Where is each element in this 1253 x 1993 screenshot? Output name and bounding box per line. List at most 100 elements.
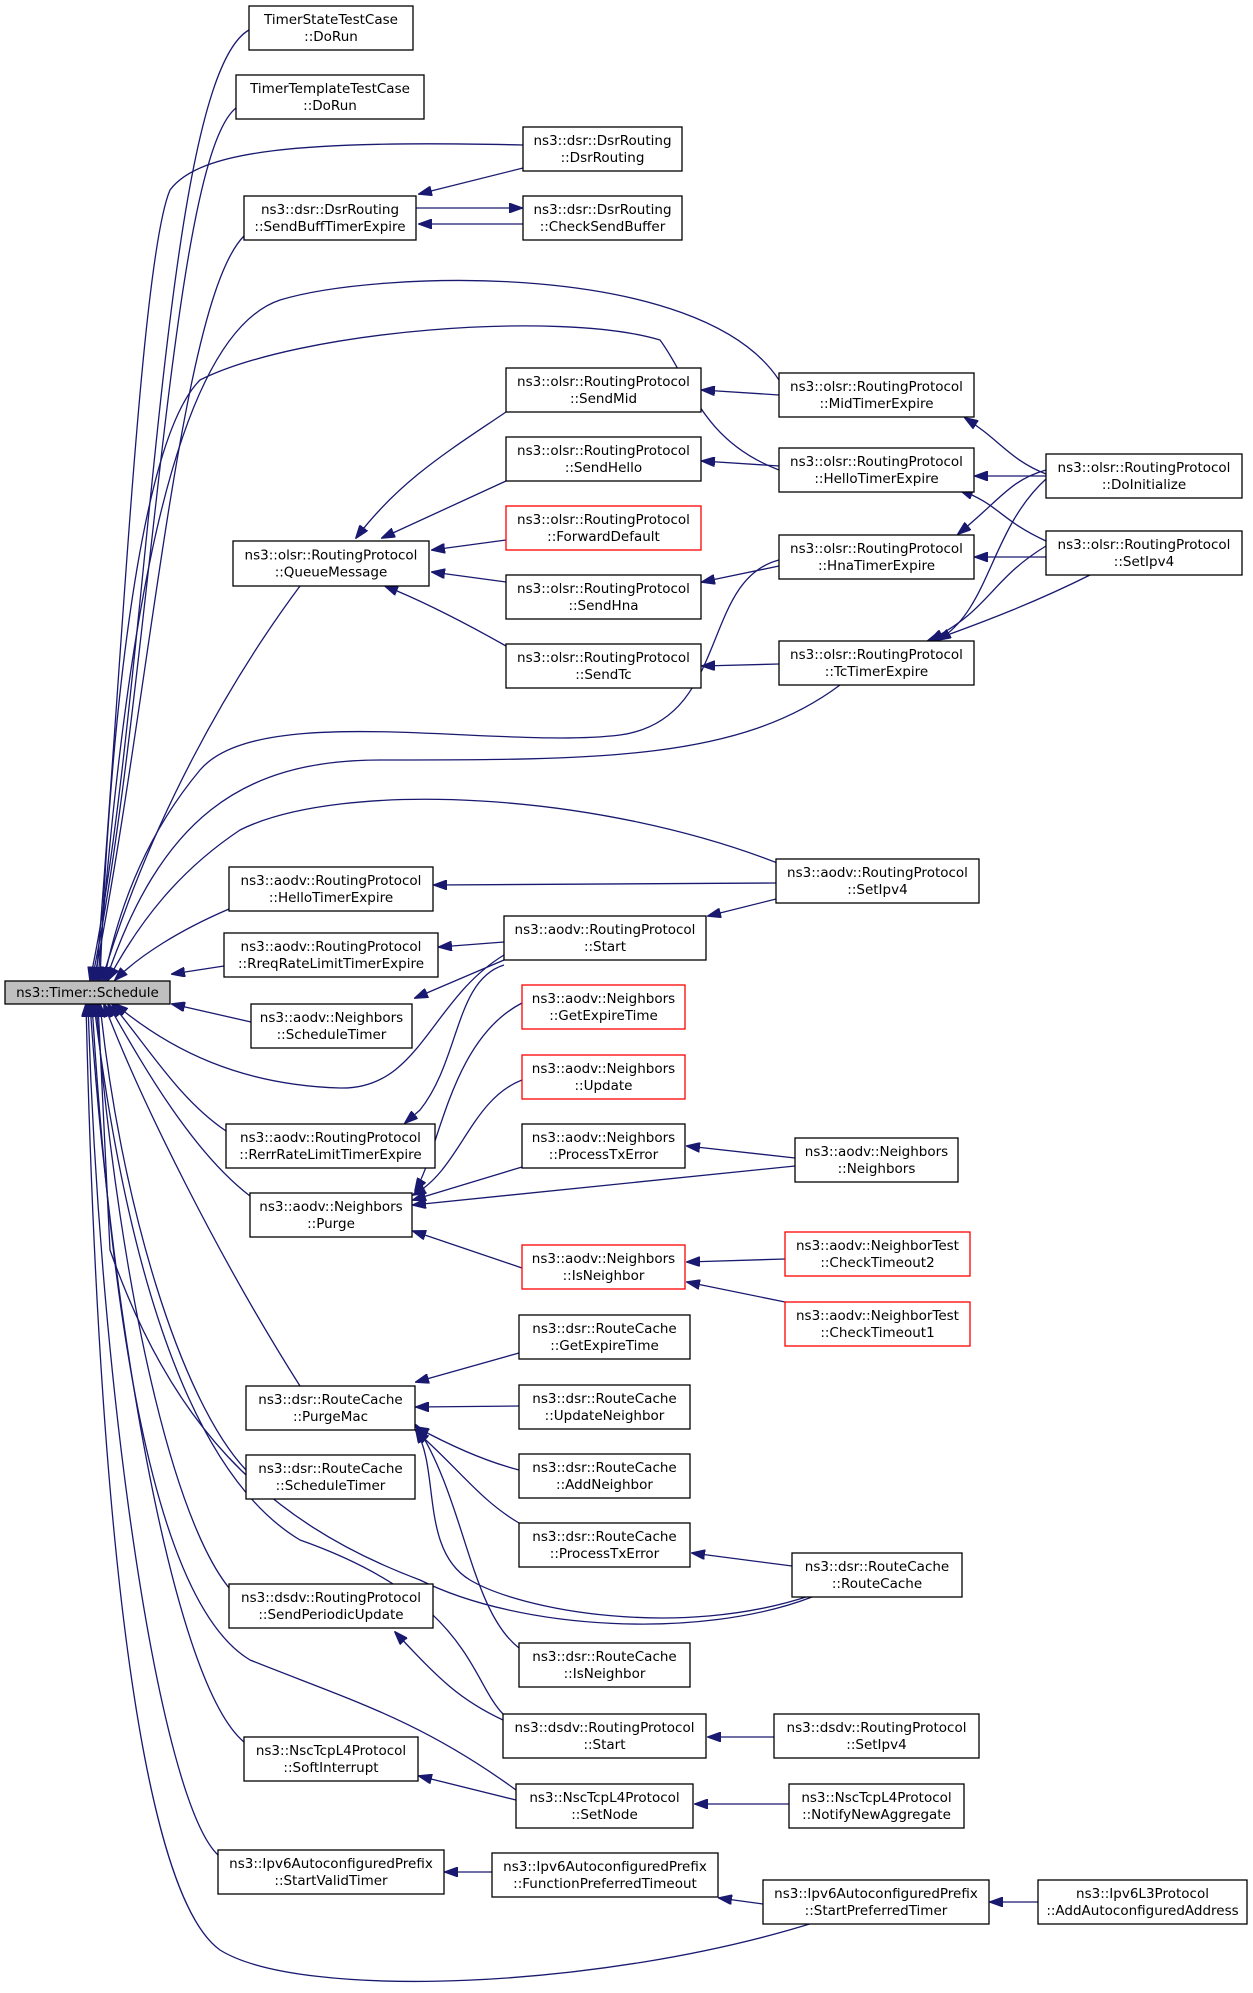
node-rc-addnb[interactable]: ns3::dsr::RouteCache::AddNeighbor — [518, 1453, 691, 1499]
node-olsr-sendhello[interactable]: ns3::olsr::RoutingProtocol::SendHello — [505, 436, 702, 482]
node-box[interactable] — [1037, 1879, 1248, 1925]
node-rc-updnb[interactable]: ns3::dsr::RouteCache::UpdateNeighbor — [518, 1384, 691, 1430]
node-nsc-notify[interactable]: ns3::NscTcpL4Protocol::NotifyNewAggregat… — [788, 1783, 965, 1829]
node-tstate[interactable]: TimerStateTestCase::DoRun — [248, 5, 414, 51]
node-box[interactable] — [784, 1301, 971, 1347]
node-dsdv-periodic[interactable]: ns3::dsdv::RoutingProtocol::SendPeriodic… — [228, 1583, 434, 1629]
node-box[interactable] — [503, 915, 707, 961]
node-rc-getexp[interactable]: ns3::dsr::RouteCache::GetExpireTime — [518, 1314, 691, 1360]
node-olsr-sendtc[interactable]: ns3::olsr::RoutingProtocol::SendTc — [505, 643, 702, 689]
node-box[interactable] — [502, 1713, 707, 1759]
node-olsr-setipv4[interactable]: ns3::olsr::RoutingProtocol::SetIpv4 — [1045, 530, 1243, 576]
node-aodv-ct2[interactable]: ns3::aodv::NeighborTest::CheckTimeout2 — [784, 1231, 971, 1277]
node-box[interactable] — [491, 1852, 719, 1898]
node-box[interactable] — [775, 858, 980, 904]
node-dsr-checksend[interactable]: ns3::dsr::DsrRouting::CheckSendBuffer — [522, 195, 683, 241]
node-box[interactable] — [521, 984, 686, 1030]
node-box[interactable] — [217, 1849, 445, 1895]
node-rc-ptx[interactable]: ns3::dsr::RouteCache::ProcessTxError — [518, 1522, 691, 1568]
node-box[interactable] — [794, 1137, 959, 1183]
node-olsr-midtimer[interactable]: ns3::olsr::RoutingProtocol::MidTimerExpi… — [778, 372, 975, 418]
node-dsdv-setipv4[interactable]: ns3::dsdv::RoutingProtocol::SetIpv4 — [773, 1713, 980, 1759]
node-box[interactable] — [762, 1879, 990, 1925]
node-rc-isnb[interactable]: ns3::dsr::RouteCache::IsNeighbor — [518, 1642, 691, 1688]
node-olsr-hellotimer[interactable]: ns3::olsr::RoutingProtocol::HelloTimerEx… — [778, 447, 975, 493]
node-dsr-sendbuff[interactable]: ns3::dsr::DsrRouting::SendBuffTimerExpir… — [243, 195, 417, 241]
node-box[interactable] — [505, 505, 702, 551]
node-box[interactable] — [235, 74, 425, 120]
node-olsr-doinit[interactable]: ns3::olsr::RoutingProtocol::DoInitialize — [1045, 453, 1243, 499]
node-box[interactable] — [778, 372, 975, 418]
node-box[interactable] — [515, 1783, 694, 1829]
node-aodv-nb-getexp[interactable]: ns3::aodv::Neighbors::GetExpireTime — [521, 984, 686, 1030]
node-box[interactable] — [225, 1123, 436, 1169]
node-box[interactable] — [521, 1054, 686, 1100]
node-box[interactable] — [518, 1642, 691, 1688]
node-box[interactable] — [773, 1713, 980, 1759]
node-box[interactable] — [1045, 453, 1243, 499]
node-olsr-queue[interactable]: ns3::olsr::RoutingProtocol::QueueMessage — [232, 540, 430, 587]
node-ipv6l3-add[interactable]: ns3::Ipv6L3Protocol::AddAutoconfiguredAd… — [1037, 1879, 1248, 1925]
node-nsc-setnode[interactable]: ns3::NscTcpL4Protocol::SetNode — [515, 1783, 694, 1829]
node-box[interactable] — [228, 866, 434, 912]
node-box[interactable] — [518, 1384, 691, 1430]
node-box[interactable] — [223, 932, 439, 978]
node-olsr-hnatimer[interactable]: ns3::olsr::RoutingProtocol::HnaTimerExpi… — [778, 534, 975, 580]
node-rc-purgemac[interactable]: ns3::dsr::RouteCache::PurgeMac — [245, 1385, 416, 1431]
node-dsr-dsrrouting[interactable]: ns3::dsr::DsrRouting::DsrRouting — [522, 126, 683, 172]
node-aodv-nb-purge[interactable]: ns3::aodv::Neighbors::Purge — [249, 1192, 413, 1238]
node-box[interactable] — [522, 126, 683, 172]
node-aodv-rerr[interactable]: ns3::aodv::RoutingProtocol::RerrRateLimi… — [225, 1123, 436, 1169]
node-box[interactable] — [248, 5, 414, 51]
node-box[interactable] — [791, 1552, 963, 1598]
node-aodv-setipv4[interactable]: ns3::aodv::RoutingProtocol::SetIpv4 — [775, 858, 980, 904]
node-box[interactable] — [243, 1736, 419, 1782]
node-box[interactable] — [518, 1453, 691, 1499]
node-ipv6-fpt[interactable]: ns3::Ipv6AutoconfiguredPrefix::FunctionP… — [491, 1852, 719, 1898]
node-box[interactable] — [778, 534, 975, 580]
node-box[interactable] — [505, 643, 702, 689]
node-box[interactable] — [778, 447, 975, 493]
node-aodv-ct1[interactable]: ns3::aodv::NeighborTest::CheckTimeout1 — [784, 1301, 971, 1347]
node-box[interactable] — [521, 1123, 686, 1169]
node-olsr-sendhna[interactable]: ns3::olsr::RoutingProtocol::SendHna — [505, 574, 702, 620]
node-box[interactable] — [784, 1231, 971, 1277]
node-box[interactable] — [245, 1385, 416, 1431]
node-box[interactable] — [232, 540, 430, 587]
node-dsdv-start[interactable]: ns3::dsdv::RoutingProtocol::Start — [502, 1713, 707, 1759]
node-aodv-nb-ptx[interactable]: ns3::aodv::Neighbors::ProcessTxError — [521, 1123, 686, 1169]
node-aodv-rreq[interactable]: ns3::aodv::RoutingProtocol::RreqRateLimi… — [223, 932, 439, 978]
node-box[interactable] — [788, 1783, 965, 1829]
node-box[interactable] — [250, 1003, 413, 1049]
node-root[interactable]: ns3::Timer::Schedule — [4, 980, 171, 1005]
node-aodv-nb-sched[interactable]: ns3::aodv::Neighbors::ScheduleTimer — [250, 1003, 413, 1049]
node-nsc-soft[interactable]: ns3::NscTcpL4Protocol::SoftInterrupt — [243, 1736, 419, 1782]
node-box[interactable] — [245, 1454, 416, 1500]
node-olsr-sendmid[interactable]: ns3::olsr::RoutingProtocol::SendMid — [505, 367, 702, 413]
node-olsr-tctimer[interactable]: ns3::olsr::RoutingProtocol::TcTimerExpir… — [778, 640, 975, 686]
node-aodv-nb-isnb[interactable]: ns3::aodv::Neighbors::IsNeighbor — [521, 1244, 686, 1290]
node-box[interactable] — [1045, 530, 1243, 576]
node-aodv-hello[interactable]: ns3::aodv::RoutingProtocol::HelloTimerEx… — [228, 866, 434, 912]
node-box[interactable] — [228, 1583, 434, 1629]
node-box[interactable] — [249, 1192, 413, 1238]
node-box[interactable] — [243, 195, 417, 241]
node-rc-sched[interactable]: ns3::dsr::RouteCache::ScheduleTimer — [245, 1454, 416, 1500]
node-rc-ctor[interactable]: ns3::dsr::RouteCache::RouteCache — [791, 1552, 963, 1598]
node-ipv6-spt[interactable]: ns3::Ipv6AutoconfiguredPrefix::StartPref… — [762, 1879, 990, 1925]
node-aodv-nb-ctor[interactable]: ns3::aodv::Neighbors::Neighbors — [794, 1137, 959, 1183]
node-box[interactable] — [521, 1244, 686, 1290]
node-box[interactable] — [505, 436, 702, 482]
node-olsr-fwd[interactable]: ns3::olsr::RoutingProtocol::ForwardDefau… — [505, 505, 702, 551]
node-box[interactable] — [522, 195, 683, 241]
node-box[interactable] — [505, 574, 702, 620]
node-box[interactable] — [778, 640, 975, 686]
node-box[interactable] — [505, 367, 702, 413]
node-box[interactable] — [518, 1522, 691, 1568]
node-ttemplate[interactable]: TimerTemplateTestCase::DoRun — [235, 74, 425, 120]
node-ipv6-valid[interactable]: ns3::Ipv6AutoconfiguredPrefix::StartVali… — [217, 1849, 445, 1895]
node-aodv-start[interactable]: ns3::aodv::RoutingProtocol::Start — [503, 915, 707, 961]
node-aodv-nb-update[interactable]: ns3::aodv::Neighbors::Update — [521, 1054, 686, 1100]
node-box[interactable] — [518, 1314, 691, 1360]
node-box[interactable] — [4, 980, 171, 1005]
